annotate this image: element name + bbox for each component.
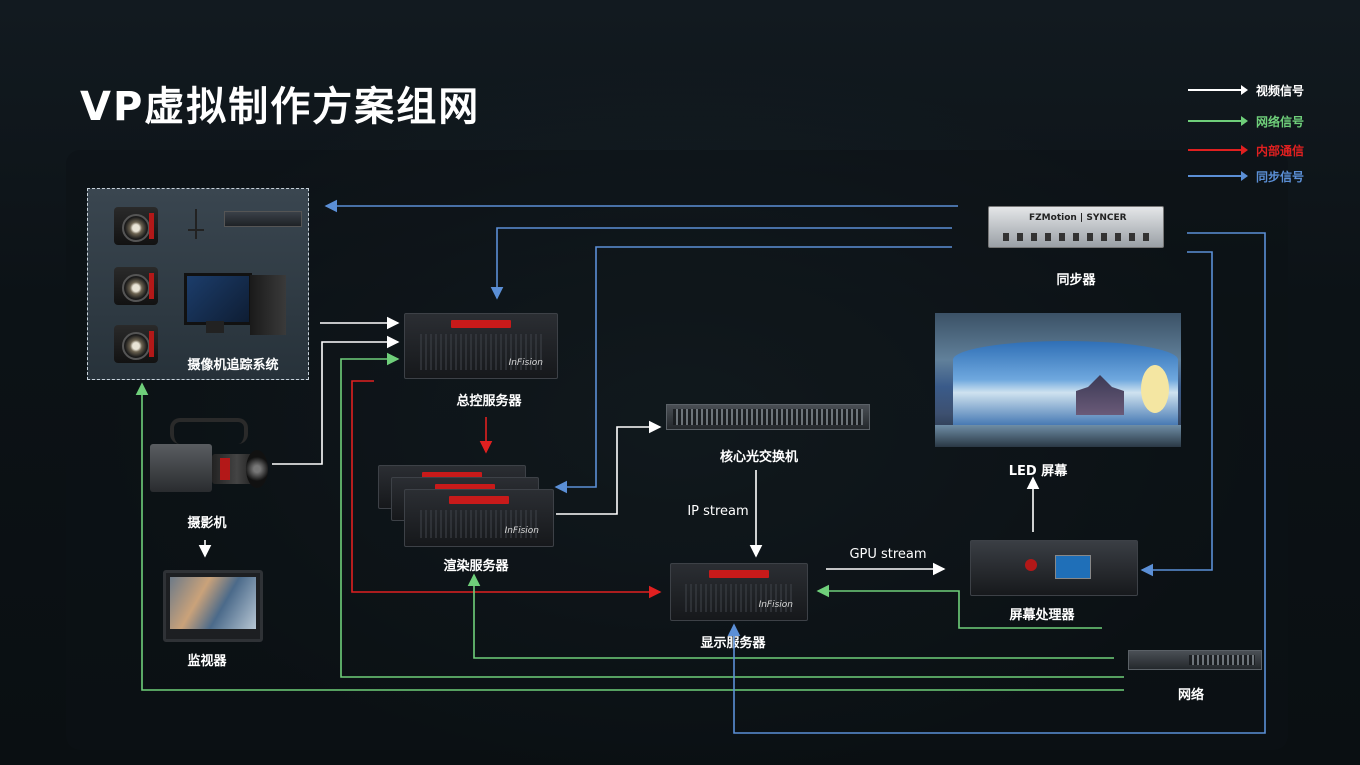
legend-line-network [1188,116,1248,126]
master-server-label: 总控服务器 [456,394,522,409]
monitor-label: 监视器 [187,654,227,669]
legend-line-sync [1188,171,1248,181]
master-server-icon: InFision [404,313,558,379]
field-monitor-icon [163,570,263,642]
sync-label: 同步器 [1056,273,1096,288]
display-server-label: 显示服务器 [700,636,766,651]
camera-tracking-box [87,188,309,380]
legend-item-internal: 内部通信 [1188,142,1304,158]
display-server-icon: InFision [670,563,808,621]
core-switch-icon [666,404,870,430]
legend-item-network: 网络信号 [1188,113,1304,129]
render-server-icon: InFision [404,489,554,547]
network-switch-icon [1128,650,1262,670]
tracking-hub-icon [224,211,302,227]
tracking-camera-icon [114,325,158,363]
core-switch-label: 核心光交换机 [719,450,799,465]
legend-item-sync: 同步信号 [1188,168,1304,184]
network-label: 网络 [1177,688,1205,703]
workstation-stand-icon [206,321,224,333]
render-server-label: 渲染服务器 [443,559,509,574]
screen-processor-label: 屏幕处理器 [1009,608,1075,623]
gpu-stream-label: GPU stream [849,547,927,562]
legend-label-internal: 内部通信 [1256,143,1305,158]
led-screen-label: LED 屏幕 [1008,464,1068,479]
legend-item-video: 视频信号 [1188,82,1304,98]
legend-label-network: 网络信号 [1256,114,1305,129]
legend-line-internal [1188,145,1248,155]
tracking-wand-icon [188,209,204,243]
cinema-camera-icon [150,418,270,502]
screen-processor-icon [970,540,1138,596]
workstation-tower-icon [250,275,286,335]
workstation-monitor-icon [184,273,252,325]
camera-tracking-label: 摄像机追踪系统 [187,358,279,373]
led-screen-image [935,313,1181,447]
tracking-camera-icon [114,207,158,245]
ip-stream-label: IP stream [687,504,749,519]
legend-line-video [1188,85,1248,95]
camera-label: 摄影机 [187,516,227,531]
sync-device-icon: FZMotion | SYNCER [988,206,1164,248]
legend-label-video: 视频信号 [1256,83,1305,98]
legend-label-sync: 同步信号 [1256,169,1305,184]
page-title: VP虚拟制作方案组网 [80,84,481,130]
tracking-camera-icon [114,267,158,305]
